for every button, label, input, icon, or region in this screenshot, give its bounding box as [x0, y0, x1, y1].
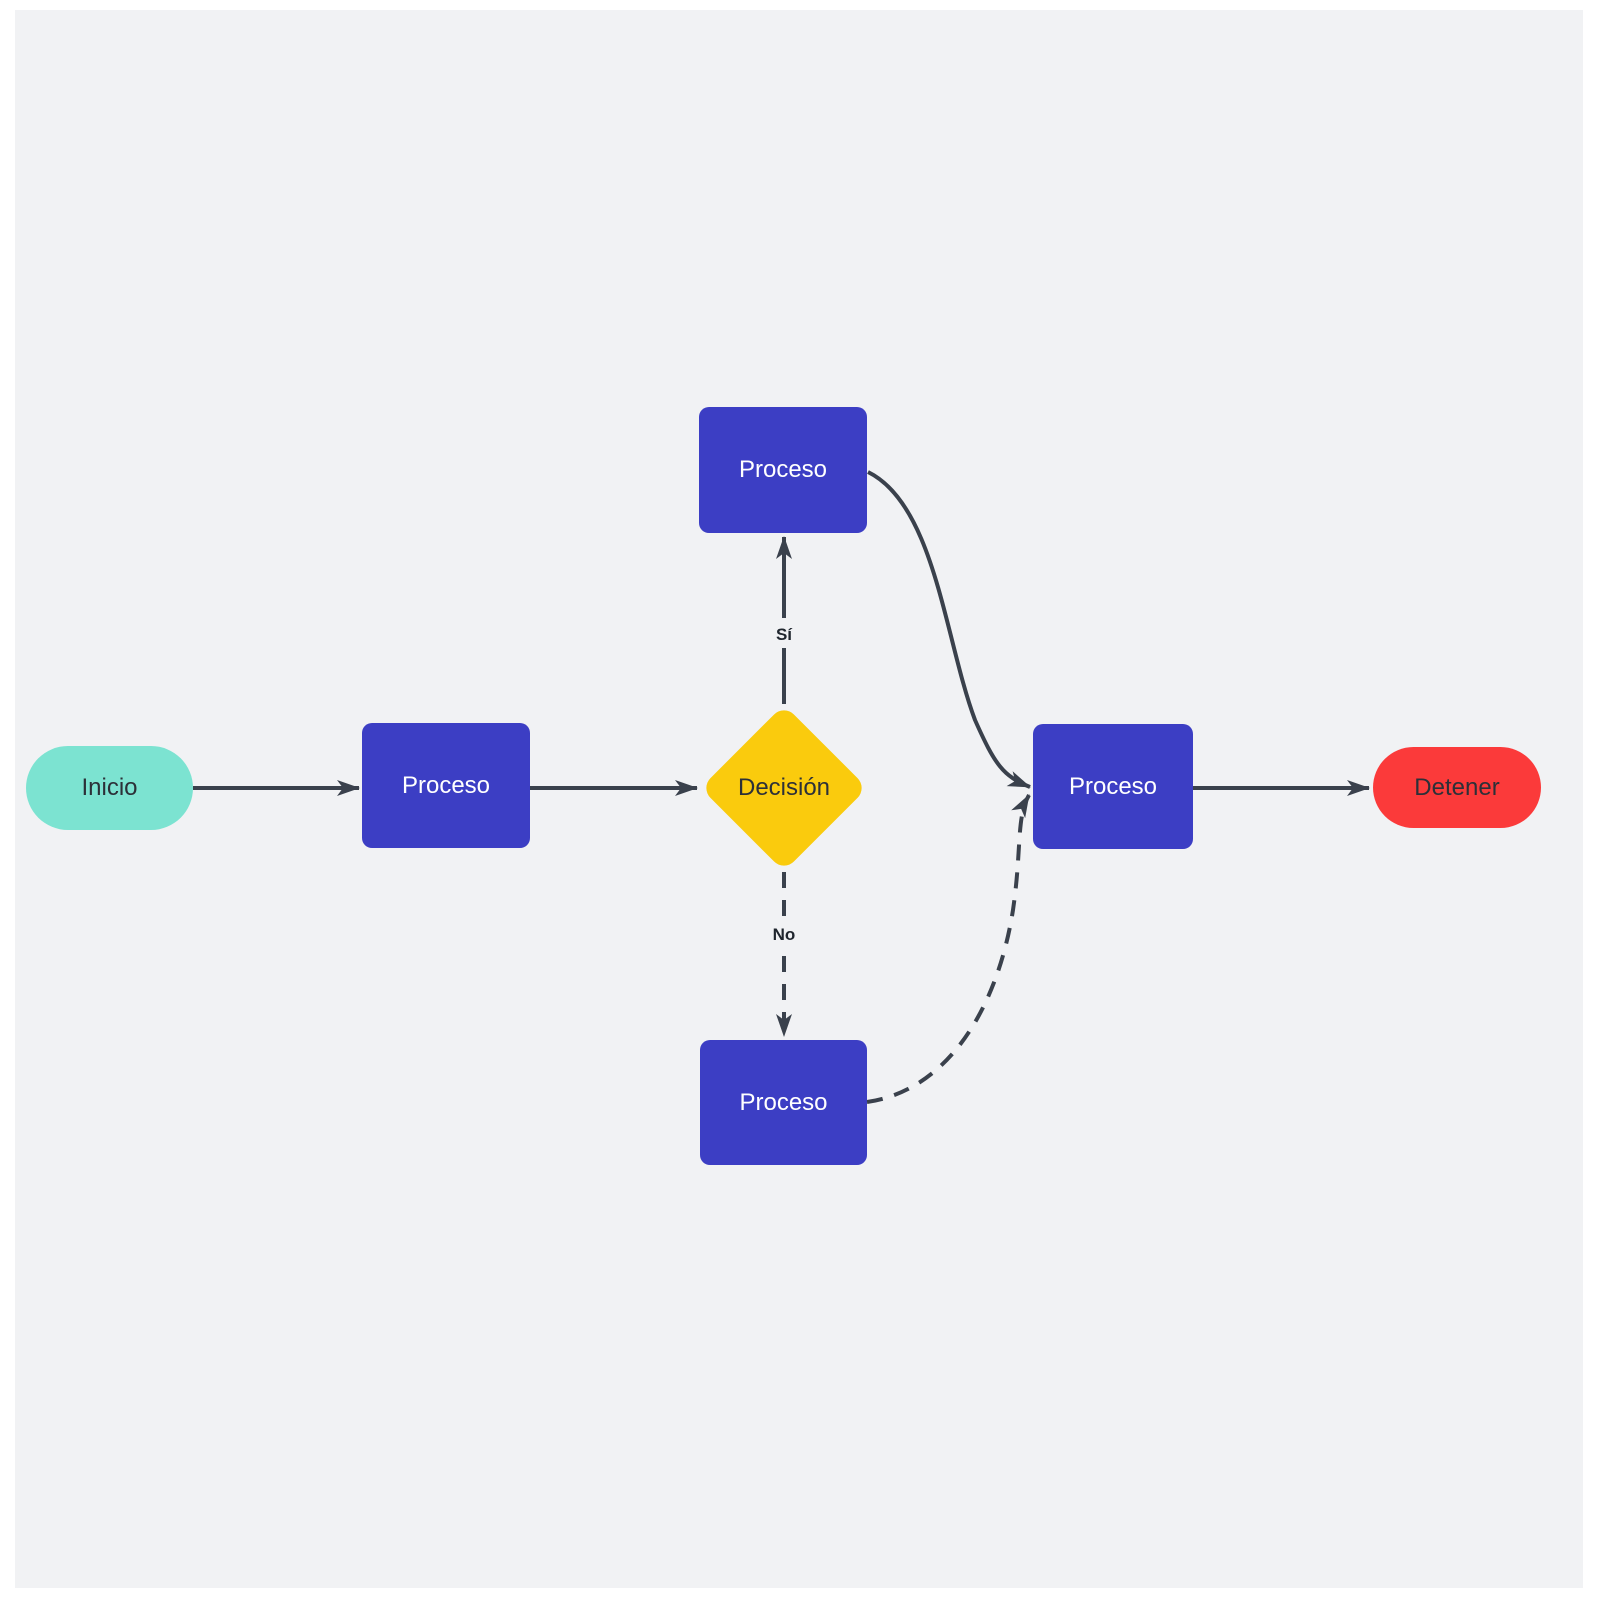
node-process-1[interactable]: Proceso: [362, 723, 530, 848]
node-process-no[interactable]: Proceso: [700, 1040, 867, 1165]
edge-label-no-background: [762, 918, 806, 948]
edge-process-no-to-merge[interactable]: [866, 794, 1031, 1104]
node-stop-label: Detener: [1414, 773, 1500, 801]
node-process-no-label: Proceso: [739, 1088, 828, 1116]
node-process-1-label: Proceso: [401, 771, 491, 799]
node-start-label: Inicio: [81, 774, 138, 801]
node-process-merge[interactable]: Proceso: [1033, 724, 1193, 849]
edge-label-no[interactable]: No: [773, 925, 796, 944]
edge-process-yes-to-merge[interactable]: [867, 470, 1031, 789]
node-process-yes-label: Proceso: [738, 456, 828, 483]
node-start[interactable]: Inicio: [26, 746, 193, 830]
edge-label-yes-background: [766, 618, 802, 648]
edge-label-yes[interactable]: Sí: [776, 625, 793, 644]
node-process-merge-label: Proceso: [1068, 772, 1158, 800]
node-decision-label: Decisión: [737, 773, 831, 801]
node-stop[interactable]: Detener: [1373, 747, 1541, 828]
node-process-yes[interactable]: Proceso: [699, 407, 867, 533]
